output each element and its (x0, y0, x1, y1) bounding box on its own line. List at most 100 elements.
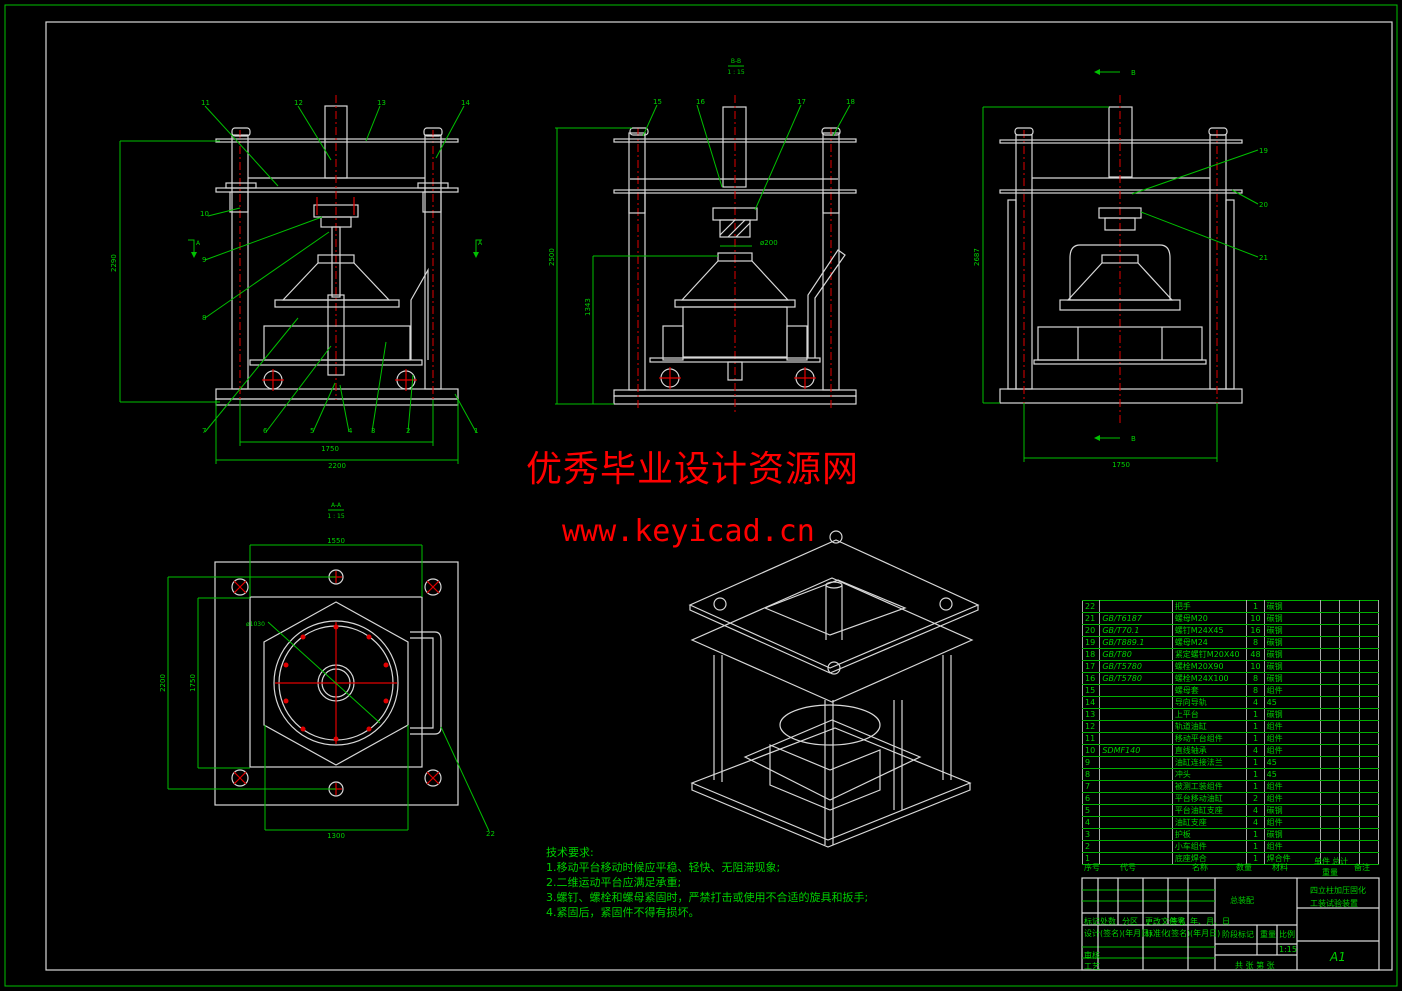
date-label: 年、月、日 (1190, 917, 1230, 926)
isometric-view (688, 530, 980, 848)
bom-header-weight: 重量 (1322, 868, 1338, 877)
bom-cell-empty (1339, 840, 1360, 853)
bom-cell-qty: 8 (1246, 672, 1265, 685)
process-label: 工艺 (1084, 962, 1100, 971)
bom-cell-empty (1319, 636, 1341, 649)
bom-header-code: 代号 (1120, 863, 1136, 872)
balloon-20: 20 (1259, 201, 1268, 209)
bom-cell-empty (1358, 840, 1380, 853)
bom-cell-material: 碳钢 (1263, 660, 1321, 673)
bom-cell-qty: 1 (1246, 708, 1265, 721)
bom-cell-code (1099, 816, 1173, 829)
watermark-title: 优秀毕业设计资源网 (526, 449, 860, 490)
bom-cell-name: 螺栓M20X90 (1171, 660, 1248, 673)
bom-cell-material: 焊合件 (1263, 852, 1321, 865)
inner-border (45, 21, 1393, 971)
dim-aa-outer-height: 2200 (159, 674, 167, 692)
bom-cell-name: 平台油缸支座 (1171, 804, 1248, 817)
bom-cell-material: 碳钢 (1263, 828, 1321, 841)
bom-cell-code (1099, 828, 1173, 841)
bom-cell-empty (1319, 768, 1341, 781)
revision-label: 标记 (1084, 917, 1100, 926)
bom-cell-code: GB/T5780 (1099, 660, 1173, 673)
tech-req-item: 1.移动平台移动时候应平稳、轻快、无阻滞现象; (546, 861, 781, 874)
bom-cell-empty (1339, 600, 1360, 613)
dim-side-width: 1750 (1112, 461, 1130, 469)
balloon-13: 13 (377, 99, 386, 107)
project-name-2: 工装试验装置 (1310, 899, 1358, 908)
tech-req-item: 3.螺钉、螺栓和螺母紧固时，严禁打击或使用不合适的旋具和扳手; (546, 891, 869, 904)
count-label: 处数 (1100, 917, 1116, 926)
bom-cell-material: 组件 (1263, 732, 1321, 745)
bom-cell-material: 碳钢 (1263, 612, 1321, 625)
bom-cell-empty (1358, 636, 1380, 649)
dim-side-height: 2687 (973, 248, 981, 266)
bom-cell-name: 螺母M20 (1171, 612, 1248, 625)
balloon-5: 5 (310, 427, 314, 435)
tech-req-item: 4.紧固后，紧固件不得有损坏。 (546, 906, 700, 919)
standard-date: (年月日) (1190, 929, 1221, 938)
bom-cell-code (1099, 840, 1173, 853)
section-bb-scale: 1 : 15 (727, 69, 744, 76)
bom-cell-empty (1358, 768, 1380, 781)
bom-cell-material: 组件 (1263, 684, 1321, 697)
bom-header-unit: 单件 (1314, 857, 1330, 866)
bom-cell-name: 螺母M24 (1171, 636, 1248, 649)
bom-cell-empty (1319, 840, 1341, 853)
dim-aa-top-width: 1550 (327, 537, 345, 545)
design-date: (年月日) (1122, 929, 1153, 938)
sheet-size: A1 (1330, 950, 1346, 964)
bom-cell-name: 螺母套 (1171, 684, 1248, 697)
bom-cell-code (1099, 684, 1173, 697)
bom-cell-code (1099, 600, 1173, 613)
balloon-18: 18 (846, 98, 855, 106)
bom-header-remark: 备注 (1354, 863, 1370, 872)
balloon-7: 7 (202, 427, 206, 435)
bom-cell-qty: 4 (1246, 744, 1265, 757)
tech-req-title: 技术要求: (546, 846, 594, 859)
bom-cell-qty: 16 (1246, 624, 1265, 637)
bom-cell-empty (1339, 804, 1360, 817)
bom-cell-name: 护板 (1171, 828, 1248, 841)
bom-cell-no: 10 (1081, 744, 1101, 757)
bom-cell-empty (1319, 696, 1341, 709)
dim-bb-diameter: ø200 (760, 239, 778, 247)
bom-cell-code (1099, 780, 1173, 793)
bom-cell-material: 组件 (1263, 720, 1321, 733)
balloon-6: 6 (263, 427, 268, 435)
bom-cell-empty (1319, 720, 1341, 733)
bom-cell-empty (1319, 756, 1341, 769)
bom-cell-material: 组件 (1263, 840, 1321, 853)
section-aa-label: A-A (331, 502, 342, 509)
bom-header-no: 序号 (1084, 863, 1100, 872)
bom-cell-code: GB/T5780 (1099, 672, 1173, 685)
bom-cell-no: 4 (1081, 816, 1101, 829)
bom-cell-empty (1339, 720, 1360, 733)
balloon-17: 17 (797, 98, 806, 106)
standard-sign: (签名) (1168, 929, 1191, 938)
bom-cell-empty (1319, 828, 1341, 841)
bom-cell-empty (1339, 612, 1360, 625)
section-mark-b-top: B (1131, 69, 1136, 77)
bom-cell-qty: 1 (1246, 852, 1265, 865)
bom-cell-qty: 4 (1246, 696, 1265, 709)
section-mark-a-left: A (196, 240, 201, 247)
bom-cell-material: 45 (1263, 756, 1321, 769)
bom-cell-code (1099, 852, 1173, 865)
bom-cell-empty (1319, 780, 1341, 793)
bom-cell-empty (1339, 756, 1360, 769)
bom-cell-name: 导向导轨 (1171, 696, 1248, 709)
change-doc-label: 更改文件号 (1145, 917, 1185, 926)
balloon-15: 15 (653, 98, 662, 106)
bom-cell-empty (1358, 804, 1380, 817)
balloon-19: 19 (1259, 147, 1268, 155)
front-view: 2290 1750 2200 11 12 13 14 10 9 8 7 6 5 … (110, 95, 483, 470)
bom-cell-empty (1358, 732, 1380, 745)
bom-cell-name: 螺栓M24X100 (1171, 672, 1248, 685)
bom-header-qty: 数量 (1236, 863, 1252, 872)
